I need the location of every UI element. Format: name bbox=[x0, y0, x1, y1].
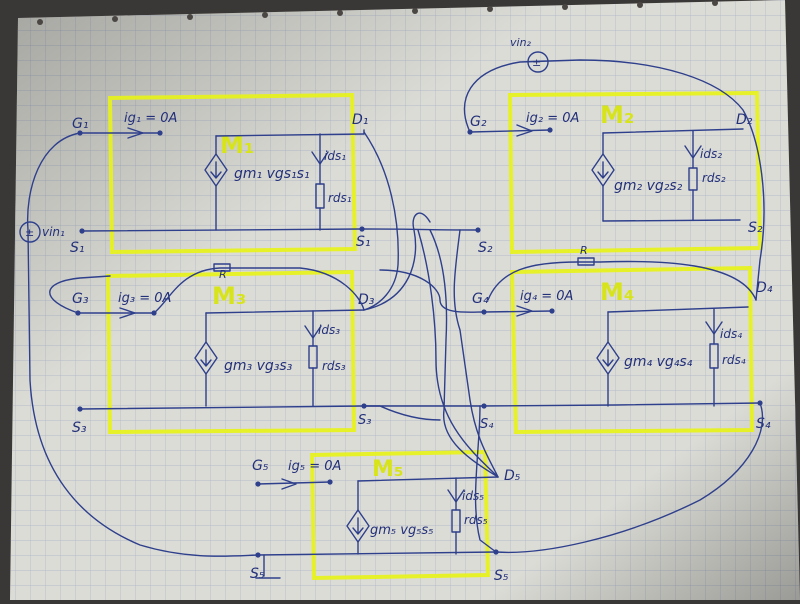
m5-dependent-current-source-icon bbox=[346, 509, 370, 543]
block-m4: M₄ ig₄ = 0A gm₄ vg₄s₄ ids₄ rds₄ G₄ D₄ S₄… bbox=[472, 265, 773, 435]
vin1-label: vin₁ bbox=[42, 225, 65, 239]
svg-text:±: ± bbox=[25, 226, 34, 239]
ac-source-icon bbox=[527, 51, 549, 73]
s2-right-label: S₂ bbox=[748, 220, 763, 236]
svg-text:±: ± bbox=[532, 56, 541, 69]
d5-label: D₅ bbox=[504, 468, 521, 484]
m1-highlight-box bbox=[107, 92, 358, 255]
m2-highlight-box bbox=[507, 90, 763, 255]
d4-label: D₄ bbox=[756, 280, 773, 296]
interconnect-wires bbox=[26, 59, 765, 579]
m3-ids-label: ids₃ bbox=[318, 323, 340, 337]
block-m5: M₅ ig₅ = 0A gm₅ vg₅s₅ ids₅ rds₅ G₅ D₅ S₅… bbox=[250, 449, 521, 584]
m3-title: M₃ bbox=[212, 282, 246, 310]
s4-right-label: S₄ bbox=[756, 416, 771, 432]
g5-label: G₅ bbox=[252, 458, 269, 474]
m2-dependent-current-source-icon bbox=[591, 153, 615, 187]
g2-label: G₂ bbox=[470, 114, 487, 130]
vin2-label: vin₂ bbox=[510, 36, 532, 49]
d2-label: D₂ bbox=[736, 112, 753, 128]
m4-gate-current: ig₄ = 0A bbox=[520, 289, 573, 304]
m1-ids-label: ids₁ bbox=[324, 149, 346, 163]
s5-right-label: S₅ bbox=[494, 568, 509, 584]
resistor-top-label: R bbox=[219, 268, 227, 281]
vin2-source: ± vin₂ bbox=[510, 36, 549, 73]
ac-source-icon bbox=[19, 221, 41, 243]
m4-source-expr: gm₄ vg₄s₄ bbox=[624, 354, 693, 370]
s5-left-label: S₅ bbox=[250, 566, 265, 582]
m4-title: M₄ bbox=[600, 278, 634, 306]
m5-gate-current: ig₅ = 0A bbox=[288, 459, 341, 474]
m2-source-expr: gm₂ vg₂s₂ bbox=[614, 178, 683, 194]
m1-resistor-icon bbox=[315, 183, 325, 209]
g4-label: G₄ bbox=[472, 291, 489, 307]
m5-highlight-box bbox=[309, 449, 491, 581]
g3-label: G₃ bbox=[72, 291, 89, 307]
block-m3: M₃ ig₃ = 0A gm₃ vg₃s₃ ids₃ rds₃ G₃ D₃ S₃… bbox=[72, 269, 375, 436]
resistor-r-right: R bbox=[577, 244, 595, 266]
m2-ids-label: ids₂ bbox=[700, 147, 722, 161]
d3-label: D₃ bbox=[358, 292, 375, 308]
vin1-source: ± vin₁ bbox=[19, 221, 65, 243]
m3-highlight-box bbox=[105, 269, 357, 435]
m1-dependent-current-source-icon bbox=[204, 153, 228, 187]
block-m1: M₁ ig₁ = 0A gm₁ vgs₁s₁ ids₁ rds₁ G₁ D₁ S… bbox=[70, 92, 371, 256]
m5-resistor-icon bbox=[451, 509, 461, 533]
m3-resistor-icon bbox=[308, 345, 318, 369]
m2-gate-current: ig₂ = 0A bbox=[526, 111, 579, 126]
resistor-icon bbox=[577, 257, 595, 266]
binding-holes bbox=[37, 0, 718, 25]
m1-rds-label: rds₁ bbox=[328, 191, 352, 205]
resistor-icon bbox=[213, 263, 231, 272]
ground-icon bbox=[255, 554, 281, 579]
m3-source-expr: gm₃ vg₃s₃ bbox=[224, 358, 293, 374]
s1-left-label: S₁ bbox=[70, 240, 85, 256]
m1-source-expr: gm₁ vgs₁s₁ bbox=[234, 166, 310, 182]
block-m2: M₂ ig₂ = 0A gm₂ vg₂s₂ ids₂ rds₂ G₂ D₂ S₂… bbox=[467, 90, 763, 256]
m4-resistor-icon bbox=[709, 343, 719, 369]
m5-rds-label: rds₅ bbox=[464, 513, 488, 527]
m4-rds-label: rds₄ bbox=[722, 353, 746, 367]
s4-left-label: S₄ bbox=[480, 417, 494, 432]
m3-gate-current: ig₃ = 0A bbox=[118, 291, 171, 306]
s2-left-label: S₂ bbox=[478, 240, 493, 256]
s3-left-label: S₃ bbox=[72, 420, 87, 436]
m5-source-expr: gm₅ vg₅s₅ bbox=[370, 523, 433, 538]
s1-right-label: S₁ bbox=[356, 234, 371, 250]
m5-ids-label: ids₅ bbox=[462, 489, 484, 503]
m3-rds-label: rds₃ bbox=[322, 359, 346, 373]
m3-dependent-current-source-icon bbox=[194, 341, 218, 375]
m2-rds-label: rds₂ bbox=[702, 171, 726, 185]
d1-label: D₁ bbox=[352, 112, 368, 128]
m2-title: M₂ bbox=[600, 101, 634, 129]
resistor-r-top: R bbox=[213, 263, 231, 281]
resistor-right-label: R bbox=[580, 244, 588, 257]
m1-gate-current: ig₁ = 0A bbox=[124, 111, 177, 126]
g1-label: G₁ bbox=[72, 116, 88, 132]
s3-right-label: S₃ bbox=[358, 413, 371, 428]
m4-dependent-current-source-icon bbox=[596, 341, 620, 375]
m4-highlight-box bbox=[509, 265, 755, 435]
m5-title: M₅ bbox=[372, 457, 404, 482]
m4-ids-label: ids₄ bbox=[720, 327, 742, 341]
m2-resistor-icon bbox=[688, 167, 698, 191]
